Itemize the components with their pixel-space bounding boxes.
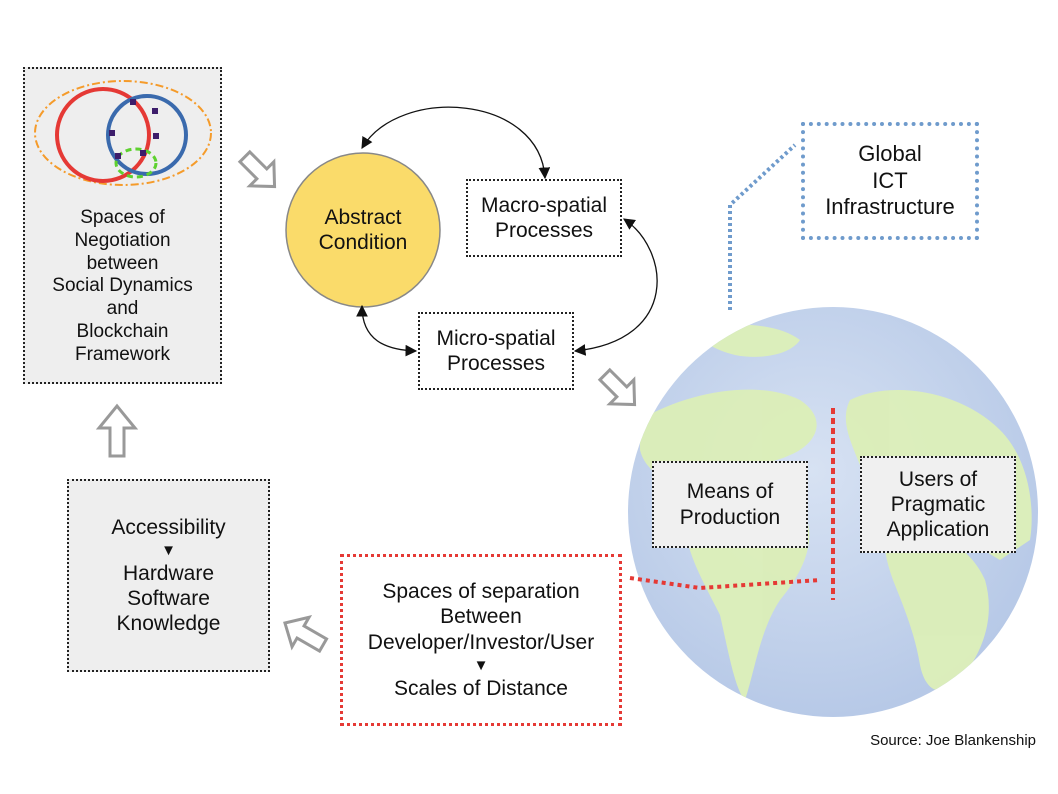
hollow-arrow-icon	[95, 149, 637, 654]
accessibility-line: Software	[127, 587, 210, 610]
separation-line: Developer/Investor/User	[367, 630, 595, 654]
macro-line: Macro-spatial	[480, 193, 608, 217]
negotiation-line: Social Dynamics	[52, 275, 193, 297]
macro-spatial-box: Macro-spatial Processes	[466, 179, 622, 257]
down-triangle-icon: ▼	[161, 541, 176, 559]
means-line: Production	[679, 505, 781, 529]
separation-bottom: Scales of Distance	[394, 676, 568, 700]
ict-connector	[728, 143, 797, 310]
accessibility-line: Knowledge	[116, 612, 221, 636]
micro-line: Processes	[446, 352, 546, 375]
means-line: Means of	[686, 480, 774, 504]
venn-diagram-icon	[34, 80, 212, 186]
separation-line: Spaces of separation	[382, 580, 580, 604]
macro-line: Processes	[494, 219, 594, 242]
users-line: Users of	[898, 467, 978, 491]
negotiation-line: Blockchain	[76, 320, 169, 342]
abstract-condition-label: Abstract Condition	[286, 153, 440, 307]
separation-line: Between	[440, 605, 522, 629]
abstract-line: Abstract	[324, 205, 402, 229]
accessibility-box: Accessibility ▼ Hardware Software Knowle…	[67, 479, 270, 672]
negotiation-line: Framework	[74, 343, 170, 365]
global-ict-box: Global ICT Infrastructure	[801, 122, 979, 240]
negotiation-line: Negotiation	[74, 229, 171, 251]
arrow-macro-to-abstract	[361, 106, 551, 180]
micro-line: Micro-spatial	[436, 326, 556, 350]
negotiation-line: between	[86, 252, 159, 274]
global-line: Infrastructure	[825, 194, 955, 220]
micro-spatial-box: Micro-spatial Processes	[418, 312, 574, 390]
accessibility-line: Hardware	[122, 561, 215, 585]
negotiation-line: Spaces of	[80, 207, 165, 228]
separation-box: Spaces of separation Between Developer/I…	[340, 554, 622, 726]
global-line: ICT	[872, 167, 908, 193]
users-box: Users of Pragmatic Application	[860, 456, 1016, 553]
arrow-micro-to-macro	[573, 218, 658, 356]
arrow-abstract-to-micro	[356, 304, 418, 357]
source-credit: Source: Joe Blankenship	[870, 732, 1036, 749]
means-of-production-box: Means of Production	[652, 461, 808, 548]
abstract-line: Condition	[318, 231, 408, 254]
global-line: Global	[858, 141, 922, 167]
down-triangle-icon: ▼	[473, 656, 489, 674]
negotiation-line: and	[106, 298, 139, 320]
users-line: Pragmatic	[890, 492, 986, 516]
accessibility-title: Accessibility	[111, 515, 226, 539]
users-line: Application	[886, 518, 990, 542]
negotiation-box: Spaces of Negotiation between Social Dyn…	[23, 67, 222, 384]
